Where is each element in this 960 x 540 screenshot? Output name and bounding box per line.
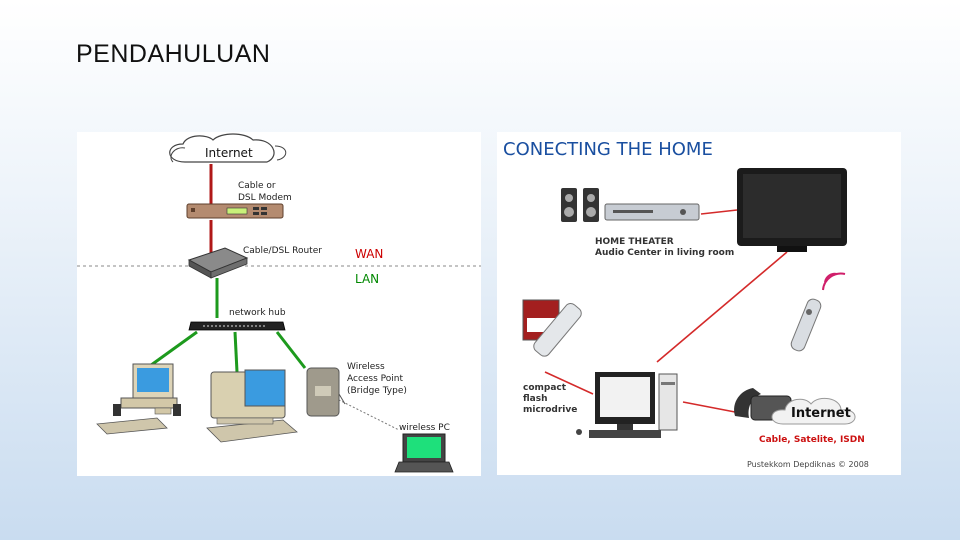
home-theater-line2: Audio Center in living room — [595, 248, 734, 258]
wireless-access-point-icon — [306, 367, 346, 417]
ap-label-line3: (Bridge Type) — [347, 386, 407, 396]
compact-line2: flash — [523, 394, 548, 404]
speakers-icon — [561, 188, 599, 222]
home-diagram-title: CONECTING THE HOME — [503, 139, 713, 160]
desktop-pc-1-icon — [96, 363, 181, 435]
desktop-computer-icon — [576, 372, 678, 438]
hub-pc2-cable — [233, 331, 239, 373]
home-internet-label: Internet — [791, 406, 851, 421]
modem-label-line2: DSL Modem — [238, 193, 292, 203]
home-diagram: CONECTING THE HOME HOME THEATER Audio Ce… — [503, 139, 869, 469]
wireless-laptop-icon — [394, 433, 454, 473]
wan-label: WAN — [355, 247, 383, 261]
router-label: Cable/DSL Router — [243, 246, 322, 256]
wireless-pc-label: wireless PC — [399, 423, 450, 433]
ap-label-line1: Wireless — [347, 362, 385, 372]
router-icon — [187, 247, 249, 279]
hub-pc1-cable — [146, 330, 198, 370]
dvd-player-icon — [604, 203, 700, 221]
compact-line3: microdrive — [523, 405, 577, 415]
network-diagram: Internet Cable or DSL Modem Cable/DSL Ro… — [77, 133, 481, 473]
credit-text: Pustekkom Depdiknas © 2008 — [747, 460, 869, 469]
network-hub-icon — [188, 321, 286, 331]
flash-pc-link — [544, 371, 594, 395]
internet-label: Internet — [205, 146, 253, 160]
ap-label-line2: Access Point — [347, 374, 403, 384]
modem-label-line1: Cable or — [238, 181, 276, 191]
home-internet-cloud — [771, 397, 856, 425]
desktop-pc-2-icon — [206, 369, 298, 443]
television-icon — [737, 168, 847, 252]
network-hub-label: network hub — [229, 308, 286, 318]
home-theater-line1: HOME THEATER — [595, 237, 674, 247]
wireless-signal-icon — [822, 272, 846, 291]
compact-flash-icon — [522, 299, 582, 357]
hub-ap-cable — [275, 331, 307, 369]
home-diagram-panel: CONECTING THE HOME HOME THEATER Audio Ce… — [497, 132, 901, 475]
tv-pc-link — [656, 251, 788, 363]
lan-label: LAN — [355, 272, 379, 286]
modem-icon — [186, 203, 284, 219]
network-diagram-panel: Internet Cable or DSL Modem Cable/DSL Ro… — [77, 132, 481, 476]
pc-internet-link — [682, 401, 736, 413]
theater-tv-link — [700, 209, 738, 215]
remote-control-icon — [790, 298, 822, 352]
page-title: PENDAHULUAN — [76, 40, 271, 68]
internet-cloud — [169, 133, 287, 163]
compact-line1: compact — [523, 383, 567, 393]
home-internet-sub: Cable, Satelite, ISDN — [759, 435, 865, 445]
